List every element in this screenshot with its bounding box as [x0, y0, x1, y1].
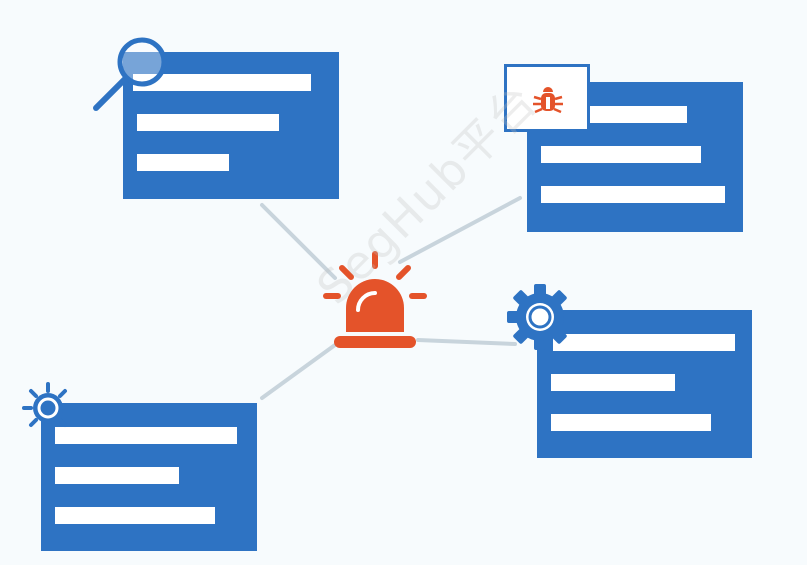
- gear-icon: [507, 284, 573, 350]
- connector-bottom-right: [416, 338, 517, 346]
- card-bar: [55, 427, 237, 444]
- card-bar: [541, 186, 725, 203]
- alarm-siren-icon: [323, 251, 427, 348]
- card-top-right: [527, 82, 743, 232]
- bug-icon-box: [504, 64, 590, 132]
- connector-bottom-left: [260, 343, 337, 400]
- card-bar: [55, 467, 179, 484]
- card-bar: [541, 146, 701, 163]
- magnifier-icon: [93, 37, 167, 111]
- connector-top-left: [260, 203, 337, 280]
- card-bar: [551, 414, 711, 431]
- card-bar: [137, 154, 229, 171]
- card-bar: [587, 106, 687, 123]
- bug-icon: [533, 87, 563, 114]
- gear-icon: [22, 382, 74, 434]
- card-bottom-left: [41, 403, 257, 551]
- connector-top-right: [398, 196, 522, 264]
- card-bar: [551, 374, 675, 391]
- card-bottom-right: [537, 310, 752, 458]
- card-bar: [133, 74, 311, 91]
- card-bar: [55, 507, 215, 524]
- card-bar: [137, 114, 279, 131]
- card-bar: [553, 334, 735, 351]
